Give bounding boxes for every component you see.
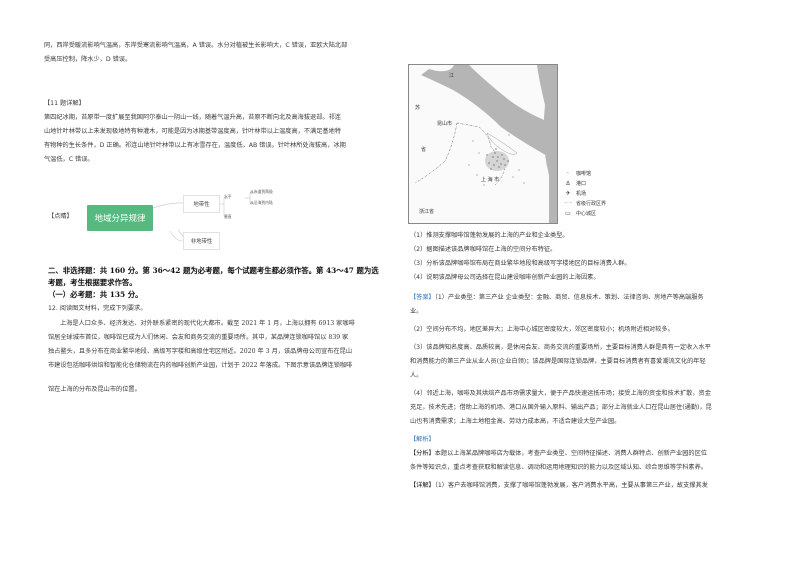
question-line: （2）据图描述该品牌咖啡馆在上海的空间分布特征。: [410, 246, 557, 253]
q12-stem: 12. 阅读图文材料，完成下列要求。: [48, 305, 147, 312]
answer-line: （3）该品牌知名度高、品质较高，是休闲会友、商务交流的重要场所，主要目标消费人群…: [410, 344, 711, 351]
mindmap-root-label: 地域分异规律: [94, 214, 146, 224]
analysis-line: 条件等知识点，重点考查获取和解读信息、调动和运用地理知识的能力以及区域认知、综合…: [410, 464, 707, 471]
answer-line: 人。: [410, 372, 423, 379]
material-line: 上海是人口众多、经济发达、对外联系紧密的现代化大都市。截至 2021 年 1 月…: [60, 320, 355, 327]
xiangjie-text: （1）客户去咖啡馆消费，支撑了咖啡馆蓬勃发展，客户消费水平高，主要从事第三产业，…: [434, 482, 708, 489]
text-line: 同，西岸受暖流影响气温高，东岸受寒流影响气温高，A 错误。水分对植被生长影响大，…: [44, 42, 348, 49]
map-label-su: 苏: [415, 104, 420, 111]
legend-label: 中心城区: [576, 210, 597, 217]
legend-label: 省级行政区界: [576, 200, 607, 207]
section-heading: 二、非选择题：共 160 分。第 36～42 题为必考题，每个试题考生都必须作答…: [48, 266, 379, 275]
mindmap-node-coast-inland: 从沿海到内陆: [250, 200, 273, 205]
legend-item-airport: ✈ 机场: [560, 188, 606, 198]
legend-label: 机场: [576, 190, 587, 197]
detail-line: 【详解】（1）客户去咖啡馆消费，支撑了咖啡馆蓬勃发展，客户消费水平高，主要从事第…: [410, 482, 708, 490]
question-line: （1）推测支撑咖啡馆蓬勃发展的上海的产业和企业类型。: [410, 232, 569, 239]
answer-text: （1）产业类型：第三产业 企业类型：金融、商贸、信息技术、策划、法律咨询、房地产…: [434, 294, 704, 301]
fenxi-text: 本题以上海某品牌咖啡店为载体，考查产业类型、空间特征描述、消费人群特点、创新产业…: [434, 450, 707, 457]
map-label-sheng: 省: [421, 146, 426, 153]
xiangjie-tag: 【详解】: [410, 482, 435, 489]
question-line: （3）分析该品牌咖啡馆布局在商业繁华地段和高级写字楼地区的目标消费人群。: [410, 260, 631, 267]
mindmap-node-equator-poles: 从赤道到两极: [250, 189, 273, 194]
answer-line: 业。: [410, 308, 423, 315]
legend-label: 港口: [576, 180, 587, 187]
section-heading: 考题，考生根据要求作答。: [48, 278, 137, 287]
legend-item-boundary: - · - 省级行政区界: [560, 198, 606, 208]
mindmap-node-azonal: 非地带性: [183, 232, 220, 250]
text-line: 有物种的生长条件，D 正确。祁连山地针叶林带以上有冰雪存在，温度低，AB 错误。…: [44, 142, 346, 149]
port-icon: ⚓: [565, 179, 571, 187]
map-label-shanghai: 上 海 市: [481, 176, 499, 183]
text-line: 第四纪冰期，苔原带一度扩展至我国阿尔泰山一阴山一线，随着气温升高，苔原不断向北及…: [44, 114, 341, 121]
material-line: 馆居全球城市首位，咖啡馆已成为人们休闲、会友和商务交流的重要场所。其中，某品牌连…: [48, 334, 349, 341]
shanghai-map: 江 苏 昆山市 省 上 海 市 浙江省: [408, 64, 558, 224]
legend-item-coffee: · 咖啡馆: [560, 168, 606, 178]
map-label-kunshan: 昆山市: [437, 120, 452, 127]
text-line: 气温低，C 错误。: [44, 156, 94, 163]
material-line: 馆在上海的分布及昆山市的位置。: [48, 386, 141, 393]
text-line: 山地针叶林带以上未发现极地特有种灌木，可能是因为冰期基带温度高，针叶林带以上温度…: [44, 128, 341, 135]
boundary-icon: - · -: [564, 200, 572, 206]
q11-header: 【11 题详解】: [44, 100, 85, 107]
mindmap-connectors: [152, 192, 254, 243]
mindmap-node-horizontal: 水平: [224, 194, 232, 199]
node-label: 地带性: [193, 202, 210, 208]
dot-icon: ·: [567, 169, 569, 177]
section-subheading: （一）必考题：共 135 分。: [48, 290, 143, 299]
answer-line: 和消费能力的第三产业从业人员(企业白领)；该品牌是国际连锁品牌，主要目标消费者有…: [410, 358, 706, 365]
fenxi-tag: 【分析】: [410, 450, 435, 457]
answer-line: 山也有消费需求；上海土地租金高、劳动力成本高，不适合建设大型产业园。: [410, 418, 621, 425]
legend-label: 咖啡馆: [576, 170, 592, 177]
map-label-zhejiang: 浙江省: [419, 208, 434, 215]
map-legend: · 咖啡馆 ⚓ 港口 ✈ 机场 - · - 省级行政区界 ▭ 中心城区: [560, 168, 606, 218]
text-line: 受高压控制，降水少，D 错误。: [44, 56, 132, 63]
mindmap-root: 地域分异规律: [87, 205, 153, 231]
mindmap-node-vertical: 垂直: [224, 214, 232, 219]
analysis-tag: 【解析】: [410, 436, 435, 443]
answer-line: （4）邻近上海，咖啡及其烘焙产品市场需求量大，便于产品快速运抵市场；接受上海的资…: [410, 390, 711, 397]
analysis-line: 【分析】本题以上海某品牌咖啡店为载体，考查产业类型、空间特征描述、消费人群特点、…: [410, 450, 707, 458]
answer-line: （2）空间分布不均，地区差异大；上海中心城区密度较大，郊区密度较小；机场附近相对…: [410, 326, 674, 333]
answer-line: 充足，技术先进；借助上海的机场、港口从国外输入原料、输出产品；部分上海就业人口在…: [410, 404, 712, 411]
node-label: 非地带性: [190, 239, 213, 245]
material-line: 市建设包括咖啡烘焙和智能化仓储物流在内的咖啡创新产业园，计划于 2022 年落成…: [48, 362, 353, 369]
map-graphic: 江 苏 昆山市 省 上 海 市 浙江省: [414, 65, 557, 223]
legend-item-center: ▭ 中心城区: [560, 208, 606, 218]
answer-tag: 【答案】: [410, 294, 435, 301]
center-area-icon: ▭: [565, 209, 571, 217]
airport-icon: ✈: [565, 189, 571, 197]
dianjing-label: 【点睛】: [48, 213, 73, 220]
map-label-jiang: 江: [449, 72, 454, 79]
material-line: 独占鳌头，且多分布在商业繁华地段、高级写字楼和高级住宅区附近。2020 年 3 …: [48, 348, 353, 355]
legend-item-port: ⚓ 港口: [560, 178, 606, 188]
mindmap-node-zonal: 地带性: [183, 195, 220, 213]
answer-line: 【答案】（1）产业类型：第三产业 企业类型：金融、商贸、信息技术、策划、法律咨询…: [410, 294, 704, 302]
question-line: （4）说明该品牌母公司选择在昆山建设咖啡创新产业园的上海因素。: [410, 274, 600, 281]
